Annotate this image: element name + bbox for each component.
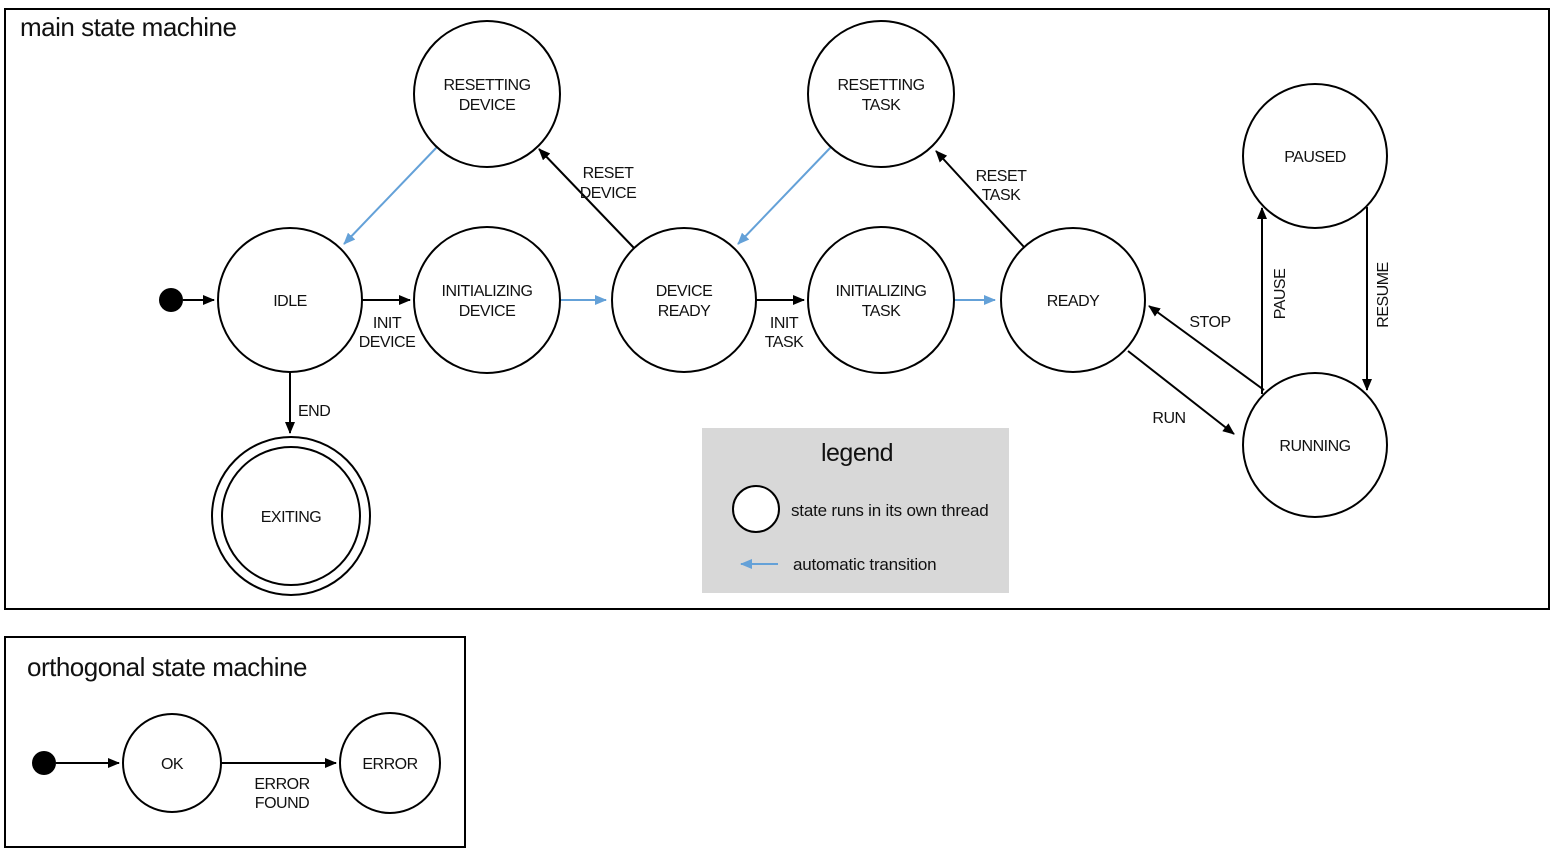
- state-initializing-task: INITIALIZING TASK: [807, 226, 955, 374]
- state-resetting-task-circle: [807, 20, 955, 168]
- state-ok: OK: [122, 713, 222, 813]
- transition-resume-label: RESUME: [1375, 262, 1392, 327]
- transition-run-arrow: [1127, 350, 1235, 435]
- transition-pause-label: PAUSE: [1272, 269, 1289, 320]
- state-resetting-device-circle: [413, 20, 561, 168]
- state-ok-label: OK: [161, 756, 184, 773]
- state-initializing-task-label-line1: INITIALIZING: [836, 283, 927, 300]
- state-paused: PAUSED: [1242, 83, 1388, 229]
- main-state-machine-panel: main state machine INIT DEVICE INIT TASK…: [4, 8, 1550, 610]
- state-exiting-final: EXITING: [211, 436, 371, 596]
- state-ok-circle: [122, 713, 222, 813]
- state-device-ready-circle: [611, 227, 757, 373]
- state-ready: READY: [1000, 227, 1146, 373]
- transition-reset-device-label-line2: DEVICE: [580, 185, 637, 202]
- state-idle: IDLE: [217, 227, 363, 373]
- state-resetting-task-label-line2: TASK: [862, 97, 901, 114]
- legend-panel: legend state runs in its own thread auto…: [702, 428, 1009, 593]
- state-error-label: ERROR: [362, 756, 417, 773]
- transition-reset-task-label-line2: TASK: [982, 187, 1021, 204]
- orthogonal-state-machine-title: orthogonal state machine: [27, 652, 307, 682]
- transition-error-found-label-line1: ERROR: [254, 776, 309, 793]
- orthogonal-state-machine-panel: orthogonal state machine ERROR FOUND OK …: [4, 636, 466, 848]
- state-exiting-label: EXITING: [261, 509, 322, 526]
- state-resetting-device: RESETTING DEVICE: [413, 20, 561, 168]
- transition-error-found-label-line2: FOUND: [255, 795, 309, 812]
- state-error: ERROR: [339, 712, 441, 814]
- state-idle-label: IDLE: [273, 293, 307, 310]
- state-initializing-device-label-line1: INITIALIZING: [442, 283, 533, 300]
- state-exiting-inner-circle: [221, 446, 361, 586]
- state-paused-label: PAUSED: [1284, 149, 1346, 166]
- initial-state-dot: [159, 288, 183, 312]
- transition-end-label: END: [298, 403, 330, 420]
- transition-init-device-label-line1: INIT: [373, 315, 402, 332]
- legend-auto-item-label: automatic transition: [793, 555, 936, 574]
- transition-init-device-label-line2: DEVICE: [359, 334, 416, 351]
- state-ready-circle: [1000, 227, 1146, 373]
- state-resetting-device-label-line2: DEVICE: [459, 97, 516, 114]
- transition-reset-task-arrow: [935, 150, 1025, 248]
- state-resetting-task-label-line1: RESETTING: [837, 77, 924, 94]
- legend-title: legend: [821, 439, 893, 467]
- transition-run-label: RUN: [1152, 410, 1185, 427]
- state-resetting-device-label-line1: RESETTING: [443, 77, 530, 94]
- state-device-ready: DEVICE READY: [611, 227, 757, 373]
- legend-thread-item-label: state runs in its own thread: [791, 501, 989, 520]
- legend-thread-state-icon: [732, 485, 780, 533]
- state-paused-circle: [1242, 83, 1388, 229]
- transition-reset-device-label-line1: RESET: [583, 165, 635, 182]
- state-running: RUNNING: [1242, 372, 1388, 518]
- state-error-circle: [339, 712, 441, 814]
- auto-transition-resetting-device-to-idle-arrow: [343, 146, 438, 245]
- state-idle-circle: [217, 227, 363, 373]
- main-state-machine-title: main state machine: [20, 12, 236, 42]
- transition-stop-arrow: [1148, 305, 1265, 391]
- auto-transition-resetting-task-to-device-ready-arrow: [737, 146, 832, 245]
- state-initializing-task-circle: [807, 226, 955, 374]
- state-initializing-device: INITIALIZING DEVICE: [413, 226, 561, 374]
- transition-init-task-label-line2: TASK: [765, 334, 804, 351]
- transition-reset-device-arrow: [538, 148, 635, 249]
- state-initializing-task-label-line2: TASK: [862, 303, 901, 320]
- state-initializing-device-circle: [413, 226, 561, 374]
- state-running-circle: [1242, 372, 1388, 518]
- state-device-ready-label-line1: DEVICE: [656, 283, 713, 300]
- transition-reset-task-label-line1: RESET: [976, 168, 1028, 185]
- state-resetting-task: RESETTING TASK: [807, 20, 955, 168]
- state-device-ready-label-line2: READY: [658, 303, 711, 320]
- transition-init-task-label-line1: INIT: [770, 315, 799, 332]
- state-ready-label: READY: [1047, 293, 1100, 310]
- orthogonal-initial-state-dot: [32, 751, 56, 775]
- transition-stop-label: STOP: [1189, 314, 1230, 331]
- state-running-label: RUNNING: [1279, 438, 1350, 455]
- state-initializing-device-label-line2: DEVICE: [459, 303, 516, 320]
